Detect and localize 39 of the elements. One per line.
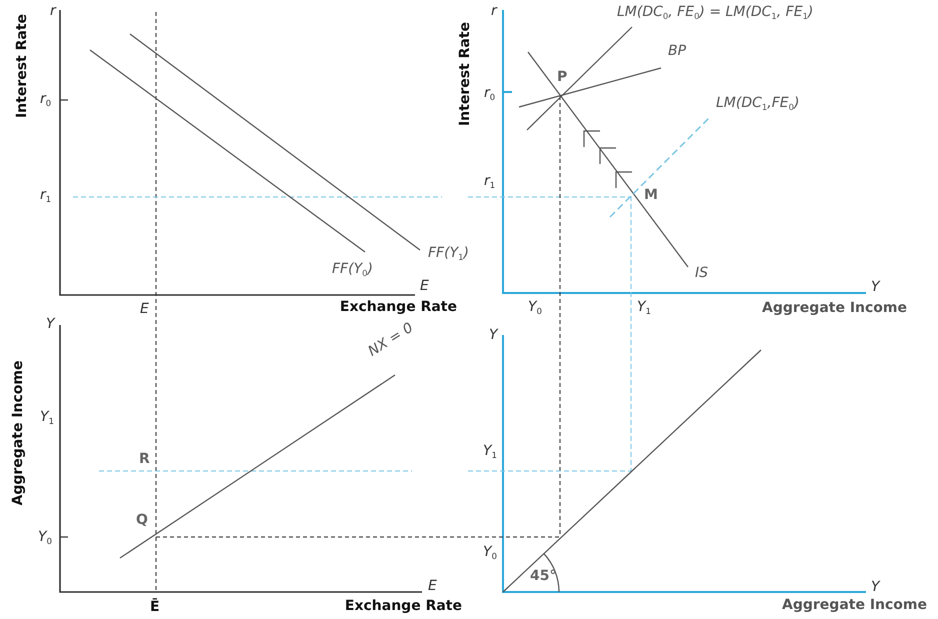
axis-label: r$_{1}$ bbox=[40, 188, 52, 204]
axis-label: r bbox=[50, 4, 56, 18]
curve-label: FF(Y$_{0}$) bbox=[332, 262, 373, 278]
curve-label: IS bbox=[695, 266, 708, 280]
axis-label: Y bbox=[46, 317, 55, 331]
axis-label: Y bbox=[871, 280, 880, 294]
axis-label: Y$_{0}$ bbox=[38, 530, 52, 546]
angle-label: 45° bbox=[530, 569, 556, 583]
axis-label: E bbox=[420, 279, 429, 293]
axis-label: r$_{0}$ bbox=[40, 92, 52, 108]
axis-label: Y$_{0}$ bbox=[528, 300, 542, 316]
axis-label: Y$_{1}$ bbox=[483, 444, 497, 460]
curve-label: LM(DC$_{0}$, FE$_{0}$) = LM(DC$_{1}$, FE$_{1}$) bbox=[617, 5, 814, 20]
axis-title: Exchange Rate bbox=[344, 599, 462, 613]
axis-title: Aggregate Income bbox=[782, 598, 927, 612]
point-label: Q bbox=[136, 513, 148, 527]
axis-title: Interest Rate bbox=[458, 22, 472, 126]
axis-title: Interest Rate bbox=[15, 14, 29, 118]
axis-title: Ē bbox=[150, 600, 160, 614]
axis-label: r$_{0}$ bbox=[484, 86, 496, 102]
axis-label: r$_{1}$ bbox=[484, 174, 496, 190]
axis-label: Y bbox=[489, 328, 498, 342]
axis-label: Y$_{1}$ bbox=[637, 300, 651, 316]
axis-title: Aggregate Income bbox=[11, 360, 25, 506]
axis-label: Y$_{1}$ bbox=[40, 410, 54, 426]
curve-label: FF(Y$_{1}$) bbox=[428, 246, 469, 262]
axis-label: E bbox=[428, 579, 437, 593]
axis-title: Exchange Rate bbox=[340, 300, 457, 314]
point-label: M bbox=[644, 188, 658, 202]
curve-label: BP bbox=[668, 44, 686, 58]
axis-title: Aggregate Income bbox=[762, 301, 907, 315]
curve-label: NX = 0 bbox=[366, 320, 416, 359]
point-label: P bbox=[557, 70, 568, 84]
axis-label: r bbox=[491, 4, 497, 18]
axis-label: Y$_{0}$ bbox=[483, 545, 497, 560]
axis-label: Y bbox=[871, 580, 880, 594]
curve-label: LM(DC$_{1}$,FE$_{0}$) bbox=[716, 96, 800, 112]
axis-label: E bbox=[140, 302, 149, 316]
point-label: R bbox=[139, 452, 150, 466]
